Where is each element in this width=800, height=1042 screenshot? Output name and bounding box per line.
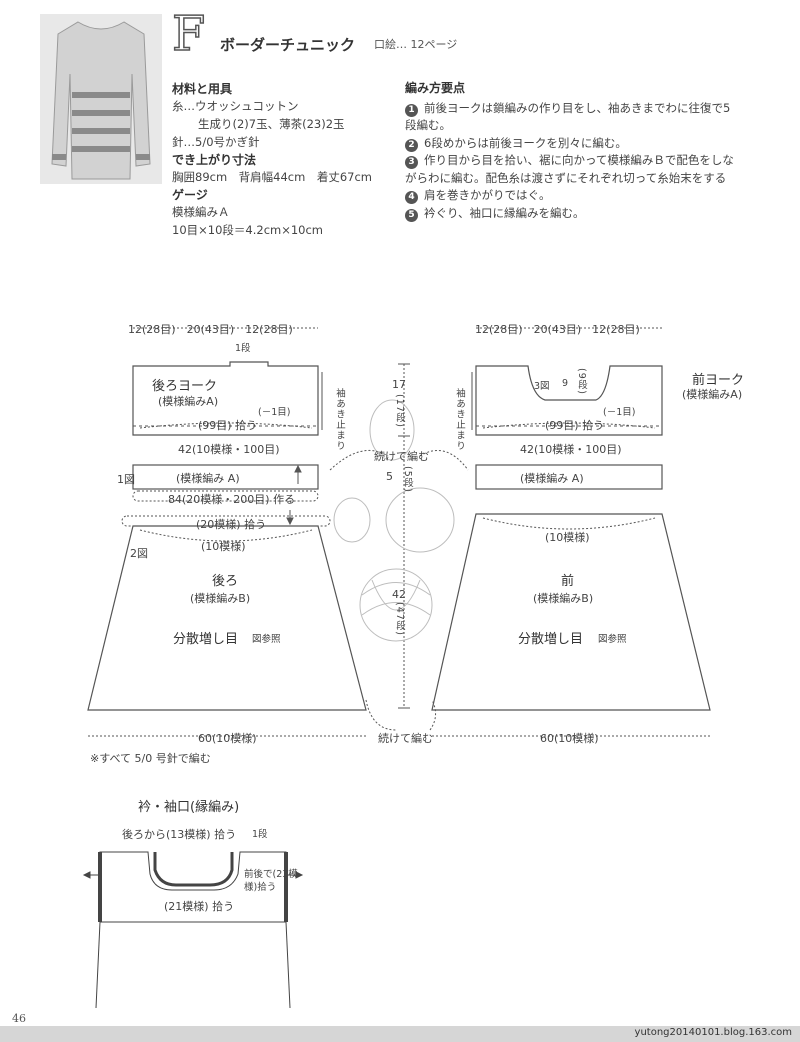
- pick-99-front-label: (99目) 拾う: [545, 419, 605, 432]
- bottom-60-label: 60(10模様): [198, 732, 257, 745]
- gauge-line: 模様編みＡ: [172, 205, 230, 219]
- height-47-rows-label: (47段): [394, 602, 405, 637]
- materials-line: 針…5/0号かぎ針: [172, 135, 260, 149]
- materials-heading: 材料と用具: [172, 82, 233, 96]
- back-pattern-label: (模様編みB): [190, 592, 251, 605]
- edging-diagram: [82, 851, 304, 1009]
- gauge-heading: ゲージ: [172, 188, 208, 202]
- materials-section: 材料と用具 糸…ウオッシュコットン 生成り(2)7玉、薄茶(23)2玉 針…5/…: [172, 80, 372, 239]
- bottom-60-front-label: 60(10模様): [540, 732, 599, 745]
- width-42-label: 42(10模様・100目): [178, 443, 280, 456]
- edging-pick-23: 前後で(23模様)拾う: [244, 869, 298, 893]
- increase-ref-label: 図参照: [252, 634, 281, 645]
- width-42-front-label: 42(10模様・100目): [520, 443, 622, 456]
- back-label: 後ろ: [212, 574, 239, 589]
- front-label: 前: [561, 574, 575, 589]
- ten-pattern-label: (10模様): [201, 540, 246, 553]
- step-item: 4 肩を巻きかがりではぐ。: [405, 187, 735, 205]
- step-number: 4: [405, 191, 418, 204]
- height-42-label: 42: [392, 588, 406, 601]
- step-number: 3: [405, 156, 418, 169]
- continue-bottom-label: 続けて編む: [378, 732, 433, 745]
- edging-title: 衿・袖口(縁編み): [138, 800, 240, 815]
- one-row-label: 1段: [235, 343, 251, 354]
- step-number: 5: [405, 208, 418, 222]
- step-text: 肩を巻きかがりではぐ。: [424, 188, 551, 202]
- step-item: 2 6段めからは前後ヨークを別々に編む。: [405, 135, 735, 153]
- neck-fig3-label: 3図: [534, 381, 550, 392]
- band-pattern-label: (模様編み A): [176, 472, 240, 485]
- height-17-rows-label: (17段): [394, 394, 405, 429]
- fig2-label: 2図: [130, 547, 148, 560]
- size-heading: でき上がり寸法: [172, 153, 257, 167]
- edging-pick-21: (21模様) 拾う: [164, 900, 235, 913]
- minus-one-front-label: (－1目): [603, 407, 636, 418]
- tunic-illustration: [40, 14, 162, 184]
- ten-pattern-front-label: (10模様): [545, 531, 590, 544]
- front-top-dimensions: 12(28目) 20(43目) 12(28目): [475, 323, 640, 336]
- footer-bar: [0, 1026, 800, 1042]
- front-pattern-label: (模様編みB): [533, 592, 594, 605]
- size-line: 胸囲89cm 背肩幅44cm 着丈67cm: [172, 170, 372, 184]
- step-number: 2: [405, 138, 418, 152]
- pick-20-label: (20模様) 拾う: [196, 518, 267, 531]
- step-text: 作り目から目を拾い、裾に向かって模様編みＢで配色をしながらわに編む。配色糸は渡さ…: [405, 153, 734, 185]
- chain-84-label: 84(20模様・200目) 作る: [168, 493, 296, 506]
- steps-heading: 編み方要点: [405, 81, 466, 95]
- step-number: 1: [405, 103, 418, 117]
- fig1-label: 1図: [117, 473, 135, 486]
- step-text: 6段めからは前後ヨークを別々に編む。: [424, 135, 627, 150]
- pick-99-label: (99目) 拾う: [198, 419, 258, 432]
- sleeve-stop-front-label: 袖あき止まり: [454, 388, 465, 451]
- step-text: 前後ヨークは鎖編みの作り目をし、袖あきまでわに往復で5段編む。: [405, 100, 731, 133]
- pattern-letter: F: [171, 6, 206, 62]
- decorative-illustration: [333, 399, 455, 642]
- step-text: 衿ぐり、袖口に縁編みを編む。: [424, 205, 585, 220]
- front-yoke-pattern: (模様編みA): [682, 388, 743, 401]
- height-5-label: 5: [386, 470, 393, 483]
- minus-one-label: (－1目): [258, 407, 291, 418]
- back-yoke-label: 後ろヨーク: [152, 379, 218, 394]
- edging-pick-13: 後ろから(13模様) 拾う: [122, 828, 237, 841]
- continue-top-label: 続けて編む: [374, 450, 429, 463]
- needle-note: ※すべて 5/0 号針で編む: [90, 752, 211, 765]
- neck-9-rows-label: (9段): [576, 368, 587, 395]
- back-top-dimensions: 12(28目) 20(43目) 12(28目): [128, 323, 293, 336]
- edging-one-row: 1段: [252, 829, 268, 840]
- increase-label: 分散増し目: [173, 632, 239, 647]
- materials-line: 糸…ウオッシュコットン: [172, 99, 299, 113]
- page-number: 46: [12, 1012, 26, 1025]
- pattern-title: ボーダーチュニック: [220, 36, 356, 54]
- increase-ref-front-label: 図参照: [598, 634, 627, 645]
- band-pattern-front-label: (模様編み A): [520, 472, 584, 485]
- gauge-line: 10目×10段＝4.2cm×10cm: [172, 223, 324, 237]
- back-yoke-pattern: (模様編みA): [158, 395, 219, 408]
- neck-9-label: 9: [562, 378, 569, 389]
- height-5-rows-label: (5段): [402, 466, 413, 493]
- height-17-label: 17: [392, 378, 406, 391]
- increase-front-label: 分散増し目: [518, 632, 584, 647]
- sleeve-stop-label: 袖あき止まり: [334, 388, 345, 451]
- materials-line: 生成り(2)7玉、薄茶(23)2玉: [198, 117, 345, 131]
- footer-url: yutong20140101.blog.163.com: [634, 1027, 792, 1038]
- front-yoke-label: 前ヨーク: [692, 373, 745, 388]
- page-reference: 口絵… 12ページ: [374, 38, 458, 51]
- step-item: 5 衿ぐり、袖口に縁編みを編む。: [405, 205, 735, 223]
- garment-photo: [40, 14, 162, 184]
